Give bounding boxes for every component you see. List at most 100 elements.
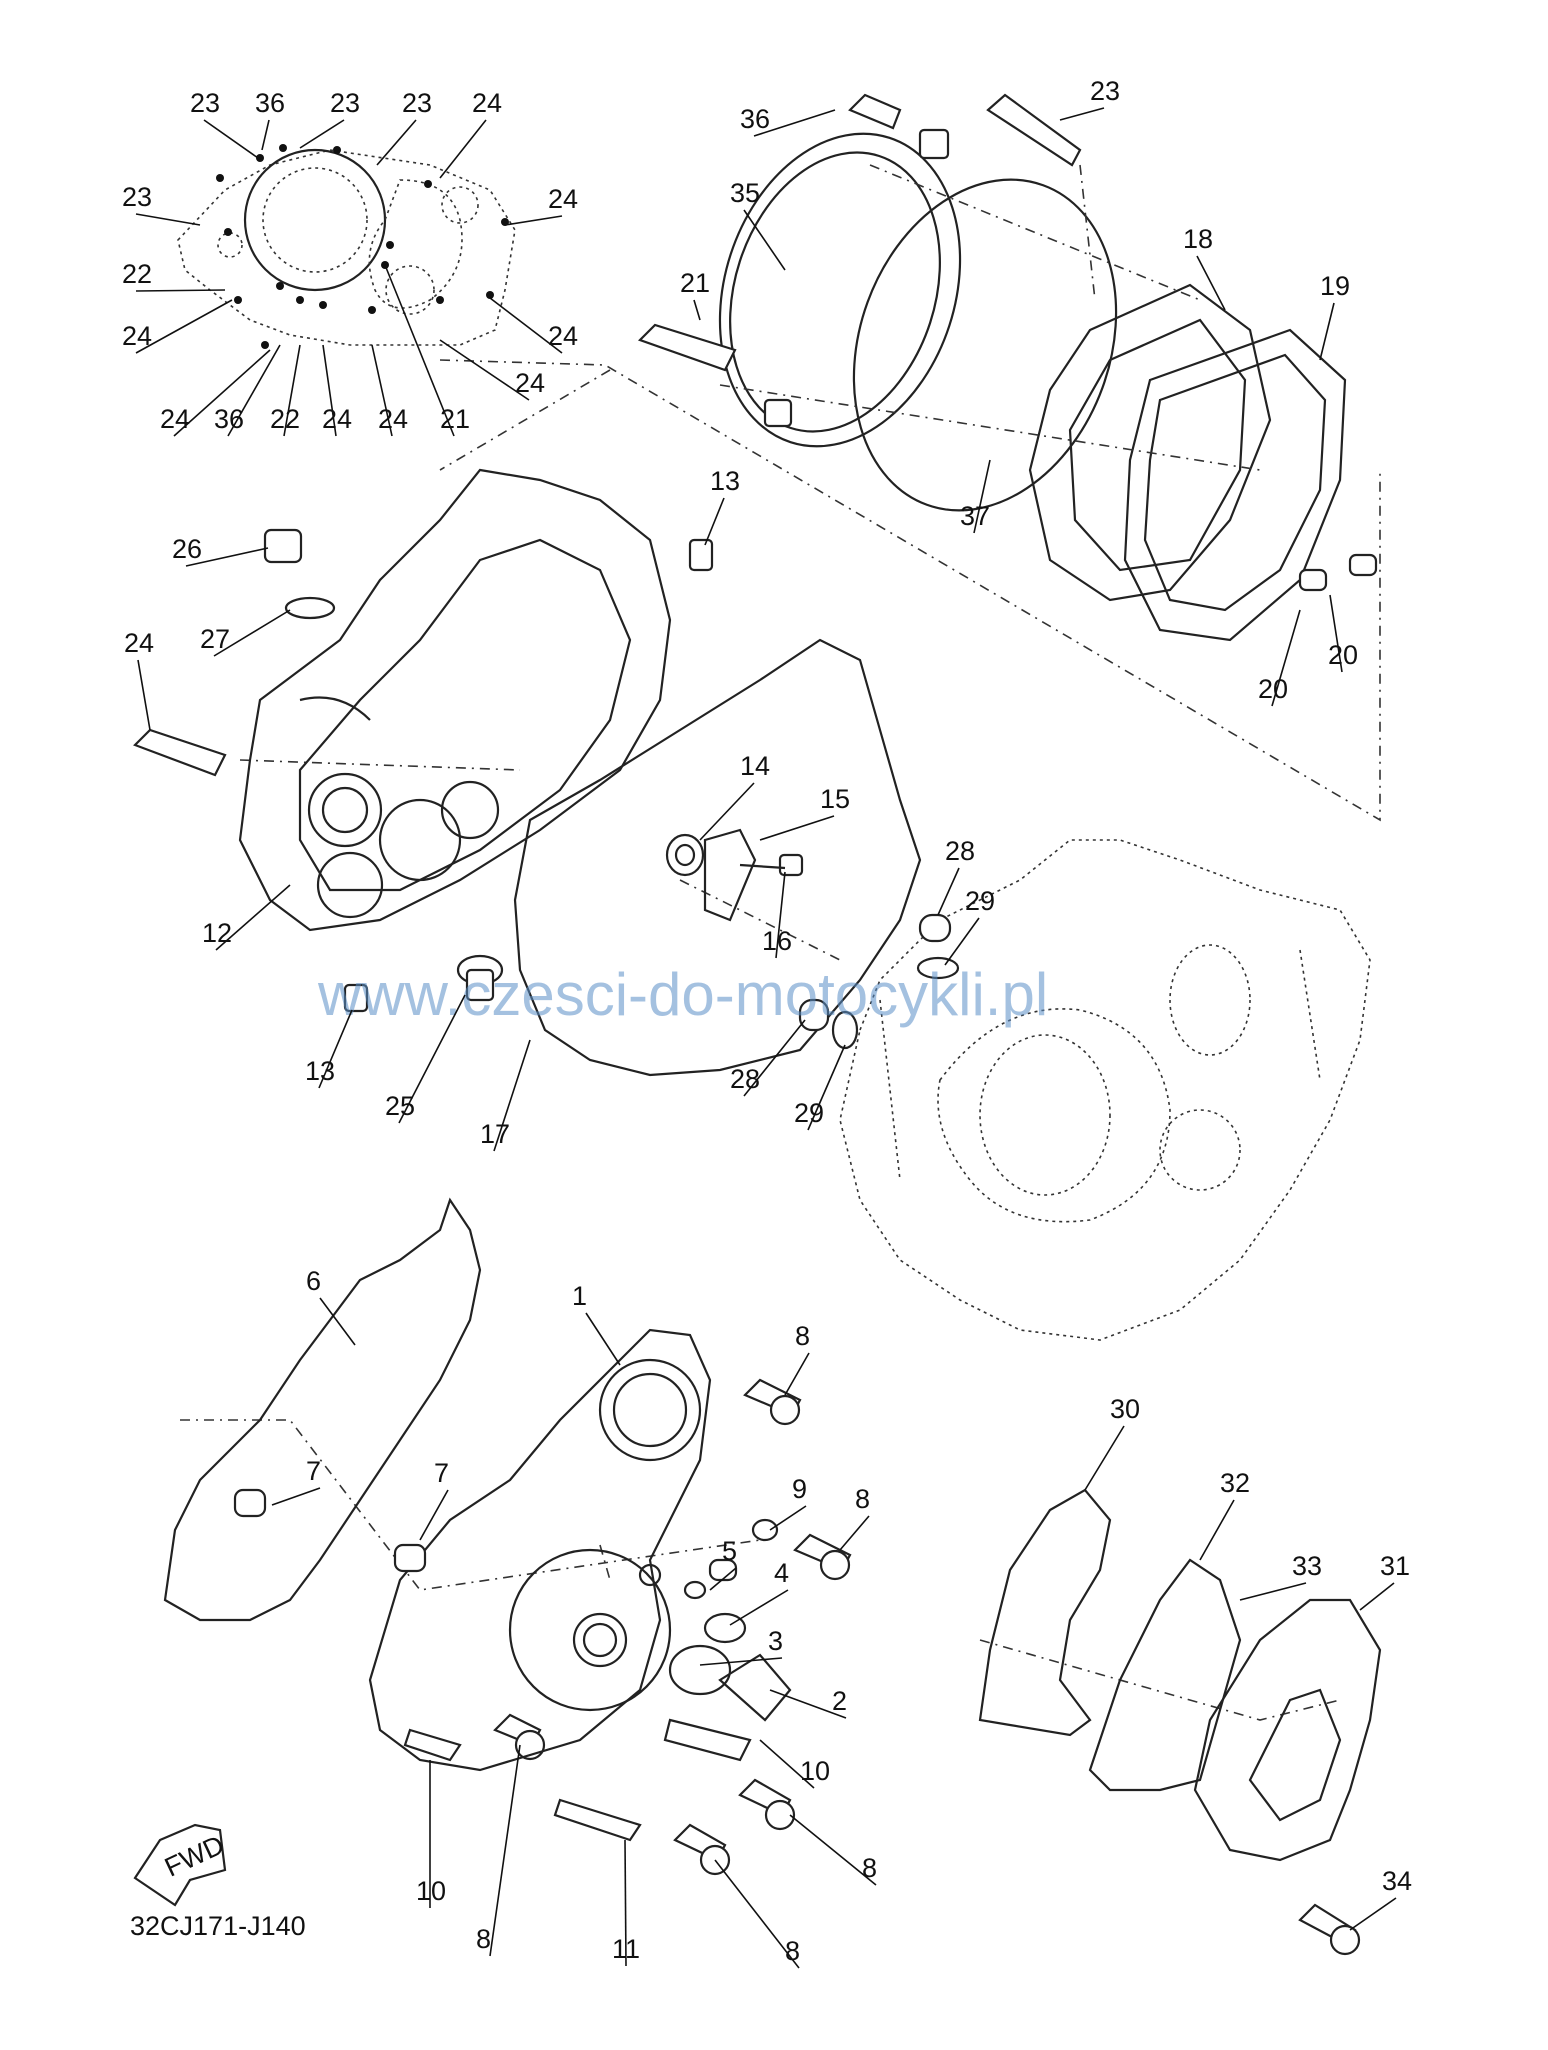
callout-label-22: 22 — [122, 259, 152, 289]
callout-leader — [1349, 1897, 1397, 1931]
callout-leader — [729, 1589, 789, 1626]
callout-label-30: 30 — [1110, 1394, 1140, 1424]
callout-label-29: 29 — [965, 886, 995, 916]
callout-label-12: 12 — [202, 918, 232, 948]
callout-leader — [283, 344, 301, 437]
callout-leader — [1319, 302, 1335, 361]
callout-label-15: 15 — [820, 784, 850, 814]
callout-label-24: 24 — [548, 321, 578, 351]
crankcase-housing — [839, 839, 1371, 1341]
callout-leader — [839, 1515, 870, 1551]
callout-label-16: 16 — [762, 926, 792, 956]
callout-label-18: 18 — [1183, 224, 1213, 254]
callout-leader — [319, 1297, 356, 1346]
callout-label-25: 25 — [385, 1091, 415, 1121]
seal-and-plate-parts — [263, 528, 1378, 1050]
callout-label-27: 27 — [200, 624, 230, 654]
callout-leader — [504, 215, 563, 226]
callout-label-31: 31 — [1380, 1551, 1410, 1581]
callout-leader — [227, 344, 281, 437]
fwd-label: FWD — [160, 1830, 228, 1883]
callout-leader — [973, 459, 991, 534]
gasket-17 — [513, 638, 922, 1077]
callout-label-9: 9 — [792, 1474, 807, 1504]
callout-label-36: 36 — [255, 88, 285, 118]
callout-leader — [769, 1505, 807, 1531]
callout-label-29: 29 — [794, 1098, 824, 1128]
callout-label-23: 23 — [1090, 76, 1120, 106]
callout-leader — [489, 1744, 521, 1957]
drawing-code: 32CJ171-J140 — [130, 1911, 306, 1941]
callout-label-24: 24 — [515, 368, 545, 398]
watermark: www.czesci-do-motocykli.pl — [317, 961, 1048, 1028]
callout-label-20: 20 — [1258, 674, 1288, 704]
callout-label-35: 35 — [730, 178, 760, 208]
callout-label-7: 7 — [434, 1458, 449, 1488]
callout-leader — [271, 1487, 321, 1506]
callout-leader — [135, 213, 201, 226]
callout-label-8: 8 — [855, 1484, 870, 1514]
callout-leader — [775, 871, 786, 959]
callout-leader — [135, 299, 233, 354]
assembly-lines — [180, 164, 1381, 1721]
callout-leader — [322, 344, 337, 437]
callout-leader — [585, 1312, 621, 1366]
callout-leader — [384, 264, 455, 437]
callout-leader — [759, 815, 835, 841]
callout-leader — [299, 119, 345, 149]
callout-label-37: 37 — [960, 501, 990, 531]
crankcase-cover-left — [238, 468, 672, 932]
callout-label-10: 10 — [416, 1876, 446, 1906]
callout-label-21: 21 — [680, 268, 710, 298]
callout-label-6: 6 — [306, 1266, 321, 1296]
callout-leader — [624, 1839, 627, 1967]
callout-label-24: 24 — [124, 628, 154, 658]
bolts — [133, 93, 1361, 1956]
callout-leader — [215, 884, 291, 951]
callout-label-19: 19 — [1320, 271, 1350, 301]
clutch-cover-assembly — [718, 128, 1347, 642]
callout-leader — [709, 1567, 737, 1591]
callout-leader — [1271, 609, 1301, 707]
callout-label-13: 13 — [305, 1056, 335, 1086]
callout-label-23: 23 — [330, 88, 360, 118]
callout-label-34: 34 — [1382, 1866, 1412, 1896]
callout-label-22: 22 — [270, 404, 300, 434]
callout-label-23: 23 — [402, 88, 432, 118]
callout-label-23: 23 — [122, 182, 152, 212]
callout-leader — [699, 1657, 783, 1666]
callout-leader — [137, 659, 151, 731]
crankcase-cover-bolt-layout — [177, 144, 516, 349]
callout-leader — [693, 299, 701, 321]
callout-label-1: 1 — [572, 1281, 587, 1311]
callout-label-8: 8 — [862, 1853, 877, 1883]
callout-label-4: 4 — [774, 1558, 789, 1588]
callout-leader — [203, 119, 259, 159]
callout-label-28: 28 — [945, 836, 975, 866]
callout-leader — [759, 1739, 815, 1789]
callout-label-8: 8 — [785, 1936, 800, 1966]
callout-label-17: 17 — [480, 1119, 510, 1149]
callout-leader — [743, 209, 786, 271]
callout-label-33: 33 — [1292, 1551, 1322, 1581]
callout-leader — [753, 109, 836, 137]
callout-label-24: 24 — [322, 404, 352, 434]
callout-label-13: 13 — [710, 466, 740, 496]
callout-leader — [376, 119, 417, 166]
callout-leader — [185, 547, 269, 567]
callout-label-26: 26 — [172, 534, 202, 564]
callout-label-36: 36 — [740, 104, 770, 134]
callout-label-24: 24 — [160, 404, 190, 434]
callout-leader — [1329, 594, 1343, 673]
callout-label-23: 23 — [190, 88, 220, 118]
callout-leader — [1059, 107, 1105, 121]
callout-label-11: 11 — [612, 1934, 640, 1964]
callout-leader — [807, 1044, 846, 1131]
callout-leader — [699, 782, 755, 841]
gasket-6 — [163, 1197, 482, 1622]
callout-leader — [135, 289, 226, 292]
callout-label-21: 21 — [440, 404, 470, 434]
callout-leader — [714, 1859, 800, 1969]
callout-label-24: 24 — [378, 404, 408, 434]
